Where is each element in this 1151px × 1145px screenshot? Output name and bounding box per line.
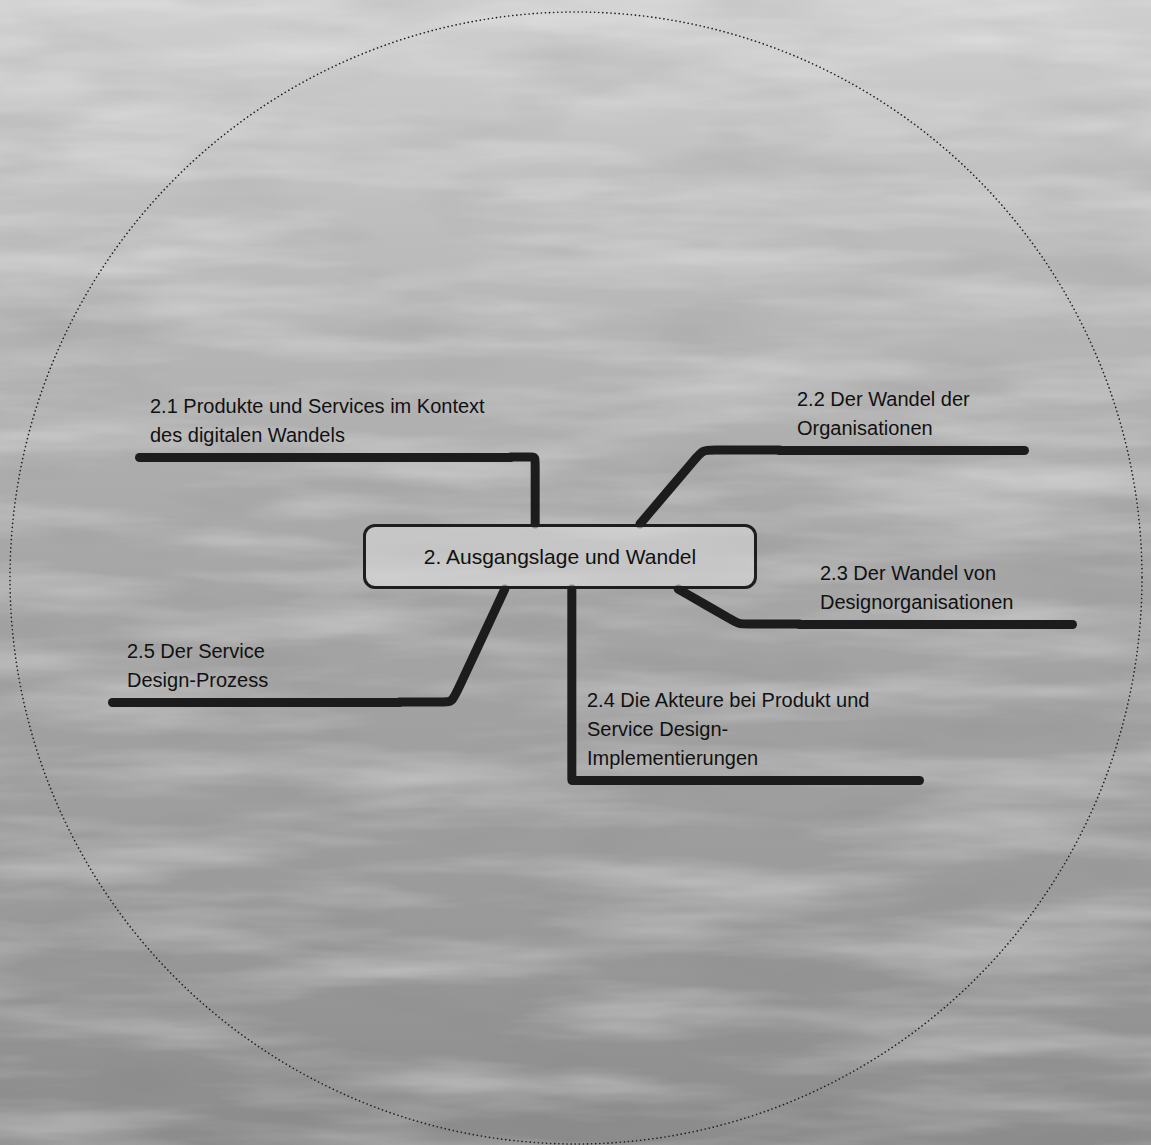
branch-connector	[640, 450, 780, 524]
text-group: 2.2 Der Wandel der Organisationen	[775, 385, 1019, 443]
branch-bar	[135, 453, 515, 462]
dotted-circle	[10, 12, 1142, 1144]
central-topic-label: 2. Ausgangslage und Wandel	[424, 545, 696, 569]
branch-label: 2.3 Der Wandel von Designorganisationen	[820, 559, 1068, 617]
topic-branch: 2.2 Der Wandel der Organisationen	[775, 385, 1029, 455]
text-group: 2. Ausgangslage und Wandel	[424, 545, 696, 569]
branch-connector	[511, 457, 536, 524]
topic-branch: 2.5 Der Service Design-Prozess	[108, 637, 404, 707]
topic-branch: 2.3 Der Wandel von Designorganisationen	[795, 559, 1077, 629]
central-topic-box: 2. Ausgangslage und Wandel	[363, 524, 757, 589]
text-group: 2.4 Die Akteure bei Produkt und Service …	[568, 686, 897, 773]
text-group: 2.1 Produkte und Services im Kontext des…	[135, 392, 495, 450]
text-group: 2.3 Der Wandel von Designorganisationen	[795, 559, 1068, 617]
branch-label: 2.1 Produkte und Services im Kontext des…	[150, 392, 495, 450]
topic-branch: 2.1 Produkte und Services im Kontext des…	[135, 392, 515, 462]
branch-bar	[568, 776, 924, 785]
branch-connector	[678, 589, 799, 624]
branch-bar	[775, 446, 1029, 455]
branch-bar	[108, 698, 404, 707]
branch-label: 2.2 Der Wandel der Organisationen	[797, 385, 1019, 443]
branch-connector	[567, 589, 577, 780]
branch-bar	[795, 620, 1077, 629]
branch-label: 2.4 Die Akteure bei Produkt und Service …	[587, 686, 897, 773]
text-group: 2.5 Der Service Design-Prozess	[108, 637, 307, 695]
branch-label: 2.5 Der Service Design-Prozess	[127, 637, 307, 695]
topic-branch: 2.4 Die Akteure bei Produkt und Service …	[568, 686, 924, 785]
branch-connector	[400, 589, 505, 702]
